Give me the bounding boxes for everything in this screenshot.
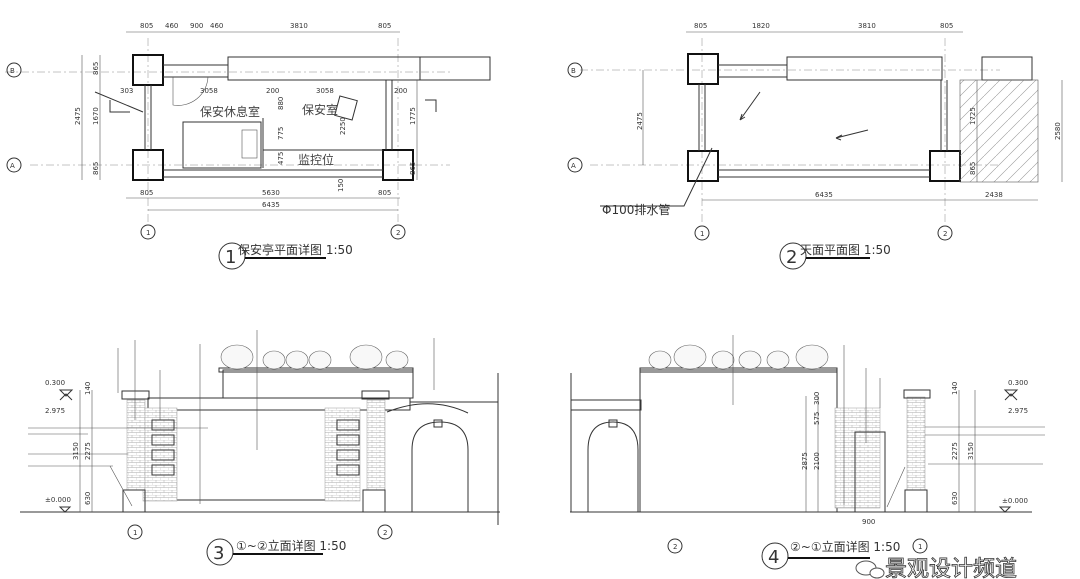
- elevation-4: 2875 2100 575 300 140 2275 3150 630 900 …: [570, 335, 1045, 570]
- dim: 1670: [92, 107, 100, 125]
- axis-2: 2: [383, 529, 387, 537]
- axis-2: 2: [943, 230, 947, 238]
- dim: 460: [210, 22, 223, 30]
- dim: 3810: [858, 22, 876, 30]
- door: [854, 431, 886, 513]
- dim-total: 6435: [262, 201, 280, 209]
- level-mark: 0.300: [1008, 379, 1028, 387]
- column: [132, 149, 164, 181]
- dim: 1775: [409, 107, 417, 125]
- dim: 805: [940, 22, 953, 30]
- elevation-3: 0.300 2.975 ±0.000 140 2275 3150 630 1 2…: [20, 330, 500, 566]
- axis-b: B: [571, 67, 576, 75]
- elephant-sculptures: [220, 344, 409, 370]
- dim: 200: [266, 87, 279, 95]
- plan-2-roof-plan: 805 1820 3810 805 6435 2438 2475 1725 86…: [567, 22, 1063, 270]
- watermark: 景观设计频道: [855, 557, 1017, 579]
- level-mark: 0.300: [45, 379, 65, 387]
- dim: 630: [84, 492, 92, 505]
- planter: [227, 56, 421, 81]
- elephant-sculptures: [648, 344, 829, 370]
- level-mark: 2.975: [45, 407, 65, 415]
- drawing-title: ①~②立面详图 1:50: [236, 538, 346, 553]
- dim: 2475: [636, 112, 644, 130]
- drawing-number: 4: [768, 547, 779, 568]
- level-mark: ±0.000: [45, 496, 71, 504]
- dim: 865: [92, 62, 100, 75]
- dim: 3058: [200, 87, 218, 95]
- dim: 2580: [1054, 122, 1062, 140]
- dim: 2250: [339, 117, 347, 135]
- dim: 3150: [967, 442, 975, 460]
- dim: 3150: [72, 442, 80, 460]
- dim: 6435: [815, 191, 833, 199]
- level-mark: 2.975: [1008, 407, 1028, 415]
- dim: 3058: [316, 87, 334, 95]
- dim: 5630: [262, 189, 280, 197]
- drawing-title: 天面平面图 1:50: [800, 243, 891, 257]
- dim: 1725: [969, 107, 977, 125]
- drawing-title: ②~①立面详图 1:50: [790, 539, 900, 554]
- dim: 900: [190, 22, 203, 30]
- dim: 900: [862, 518, 875, 526]
- room-label-guard-room: 保安室: [302, 102, 338, 117]
- axis-1: 1: [700, 230, 704, 238]
- plan-1-security-booth: 805 460 900 460 3810 805 805 5630 805 64…: [5, 22, 491, 270]
- axis-b: B: [10, 67, 15, 75]
- dim: 805: [378, 22, 391, 30]
- dim: 630: [951, 492, 959, 505]
- drawing-title: 保安亭平面详图 1:50: [238, 242, 353, 257]
- room-label-rest-room: 保安休息室: [200, 104, 260, 119]
- dim: 865: [409, 162, 417, 175]
- dim: 775: [277, 127, 285, 140]
- dim: 2438: [985, 191, 1003, 199]
- wechat-icon: [855, 560, 885, 579]
- column: [382, 149, 414, 181]
- room-label-monitor: 监控位: [298, 152, 334, 167]
- dim: 865: [969, 162, 977, 175]
- axis-1: 1: [133, 529, 137, 537]
- dim: 1820: [752, 22, 770, 30]
- dim: 865: [92, 162, 100, 175]
- dim: 2475: [74, 107, 82, 125]
- dim: 303: [120, 87, 133, 95]
- column: [132, 54, 164, 86]
- dim: 460: [165, 22, 178, 30]
- dim: 3810: [290, 22, 308, 30]
- dim: 805: [140, 22, 153, 30]
- dim: 140: [951, 382, 959, 395]
- axis-1: 1: [918, 543, 922, 551]
- chair: [334, 95, 358, 121]
- axis-1: 1: [146, 229, 150, 237]
- bed: [182, 121, 262, 169]
- dim: 140: [84, 382, 92, 395]
- dim: 300: [813, 392, 821, 405]
- column: [687, 53, 719, 85]
- axis-a: A: [571, 162, 576, 170]
- dim: 150: [337, 179, 345, 192]
- dim: 2275: [84, 442, 92, 460]
- dim: 200: [394, 87, 407, 95]
- level-mark: ±0.000: [1002, 497, 1028, 505]
- drawing-number: 3: [213, 543, 224, 564]
- dim: 575: [813, 412, 821, 425]
- drain-pipe-label: Φ100排水管: [602, 202, 670, 217]
- drawing-number: 2: [786, 247, 797, 268]
- hatched-roof-area: [959, 79, 1039, 183]
- drawing-number: 1: [225, 247, 236, 268]
- dim: 805: [694, 22, 707, 30]
- dim: 2875: [801, 452, 809, 470]
- watermark-text: 景观设计频道: [885, 557, 1017, 579]
- axis-a: A: [10, 162, 15, 170]
- axis-2: 2: [673, 543, 677, 551]
- dim: 475: [277, 152, 285, 165]
- dim: 880: [277, 97, 285, 110]
- dim: 2100: [813, 452, 821, 470]
- dim: 805: [140, 189, 153, 197]
- column: [687, 150, 719, 182]
- dim: 2275: [951, 442, 959, 460]
- dim: 805: [378, 189, 391, 197]
- axis-2: 2: [396, 229, 400, 237]
